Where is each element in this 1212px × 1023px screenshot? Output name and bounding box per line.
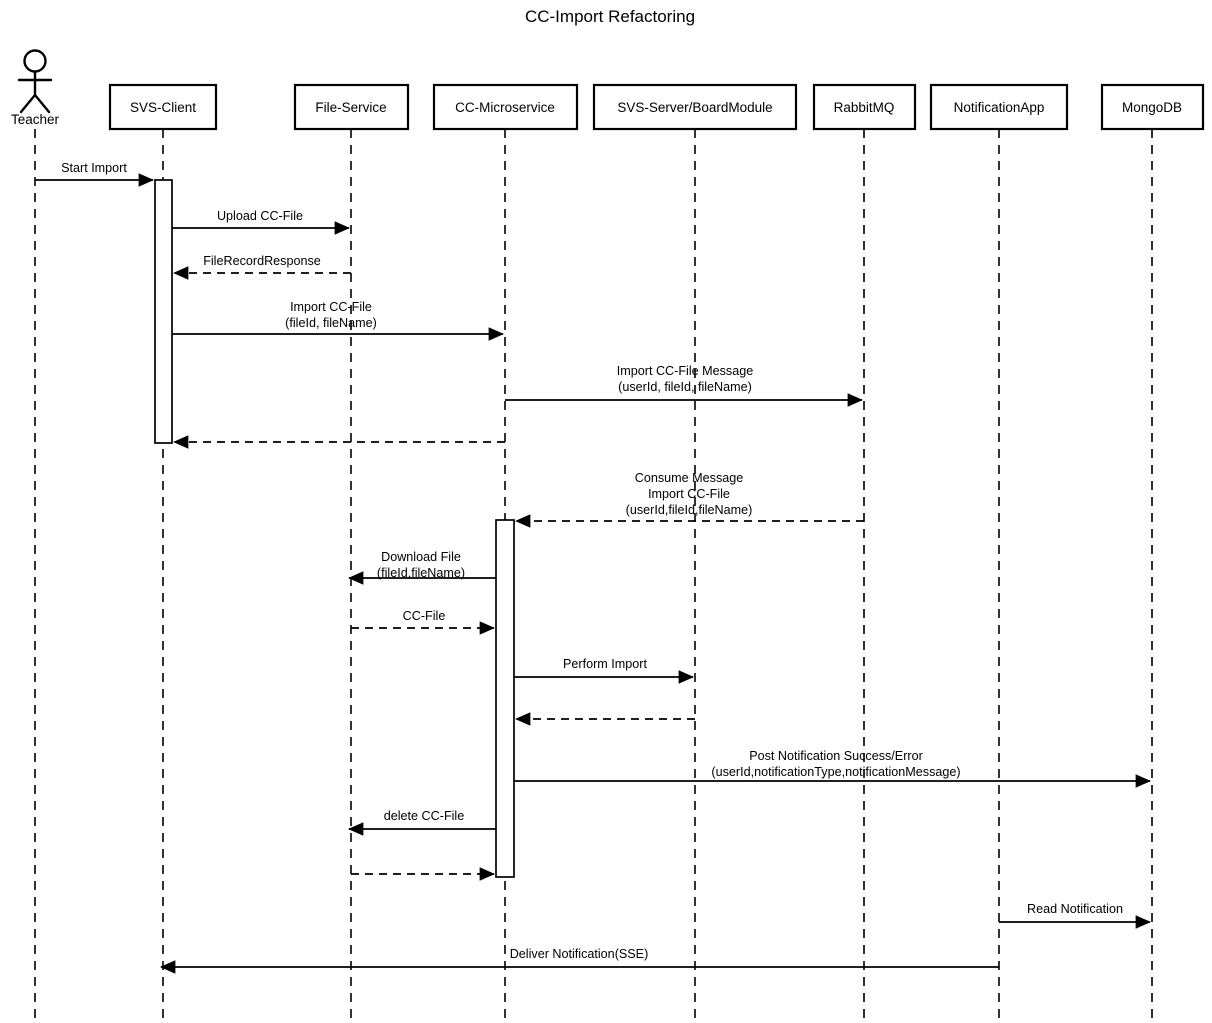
message-label-m10: Perform Import	[563, 657, 647, 671]
message-m13[interactable]: delete CC-File	[348, 809, 496, 836]
message-label-m1: Start Import	[61, 161, 127, 175]
message-m12[interactable]: Post Notification Success/Error(userId,n…	[514, 749, 1151, 788]
message-m15[interactable]: Read Notification	[999, 902, 1151, 929]
participant-box-svs-client[interactable]: SVS-Client	[108, 83, 218, 131]
message-m3[interactable]: FileRecordResponse	[173, 254, 351, 280]
participant-label-file-service: File-Service	[315, 100, 386, 115]
participant-box-rect-rabbitmq	[812, 83, 917, 131]
participant-box-rect-notification-app	[929, 83, 1069, 131]
message-label-m12: Post Notification Success/Error(userId,n…	[711, 749, 960, 779]
diagram-title: CC-Import Refactoring	[525, 7, 695, 26]
participant-boxes-layer: SVS-Client File-Service CC-Microservice SVS…	[108, 83, 1205, 131]
participant-label-rabbitmq: RabbitMQ	[834, 100, 895, 115]
message-m8[interactable]: Download File(fileId,fileName)	[348, 550, 496, 585]
message-label-m9: CC-File	[403, 609, 446, 623]
actor-teacher: Teacher	[11, 49, 60, 127]
participant-label-cc-microservice: CC-Microservice	[455, 100, 555, 115]
message-m2[interactable]: Upload CC-File	[172, 209, 350, 235]
activation-bars-layer	[154, 179, 515, 878]
participant-box-rect-svs-server	[592, 83, 798, 131]
participant-box-cc-microservice[interactable]: CC-Microservice	[432, 83, 579, 131]
message-label-m2: Upload CC-File	[217, 209, 303, 223]
participant-label-notification-app: NotificationApp	[954, 100, 1045, 115]
message-label-m13: delete CC-File	[384, 809, 465, 823]
actor-leg-left-icon	[19, 93, 37, 114]
participant-label-svs-server: SVS-Server/BoardModule	[617, 100, 772, 115]
participant-box-rabbitmq[interactable]: RabbitMQ	[812, 83, 917, 131]
participant-box-rect-file-service	[293, 83, 410, 131]
message-label-m15: Read Notification	[1027, 902, 1123, 916]
message-label-m4: Import CC-File(fileId, fileName)	[285, 300, 377, 330]
message-m1[interactable]: Start Import	[35, 161, 154, 187]
message-m5[interactable]: Import CC-File Message(userId, fileId, f…	[505, 364, 863, 407]
message-label-m16: Deliver Notification(SSE)	[510, 947, 649, 961]
message-m9[interactable]: CC-File	[351, 609, 495, 635]
message-label-m3: FileRecordResponse	[203, 254, 321, 268]
message-m16[interactable]: Deliver Notification(SSE)	[160, 947, 999, 974]
actor-leg-right-icon	[33, 93, 51, 114]
message-m4[interactable]: Import CC-File(fileId, fileName)	[172, 300, 504, 341]
participant-box-mongodb[interactable]: MongoDB	[1100, 83, 1205, 131]
participant-label-svs-client: SVS-Client	[130, 100, 196, 115]
activation-bar-svs-client	[154, 179, 173, 444]
message-label-m8: Download File(fileId,fileName)	[377, 550, 465, 580]
actor-label: Teacher	[11, 112, 60, 127]
message-m10[interactable]: Perform Import	[514, 657, 694, 684]
participant-box-rect-mongodb	[1100, 83, 1205, 131]
activation-bar-cc-microservice	[495, 519, 515, 878]
participant-box-rect-cc-microservice	[432, 83, 579, 131]
participant-box-notification-app[interactable]: NotificationApp	[929, 83, 1069, 131]
participant-label-mongodb: MongoDB	[1122, 100, 1182, 115]
participant-box-svs-server[interactable]: SVS-Server/BoardModule	[592, 83, 798, 131]
participant-box-rect-svs-client	[108, 83, 218, 131]
actor-head-icon	[23, 49, 47, 73]
participant-box-file-service[interactable]: File-Service	[293, 83, 410, 131]
message-label-m5: Import CC-File Message(userId, fileId, f…	[617, 364, 753, 394]
